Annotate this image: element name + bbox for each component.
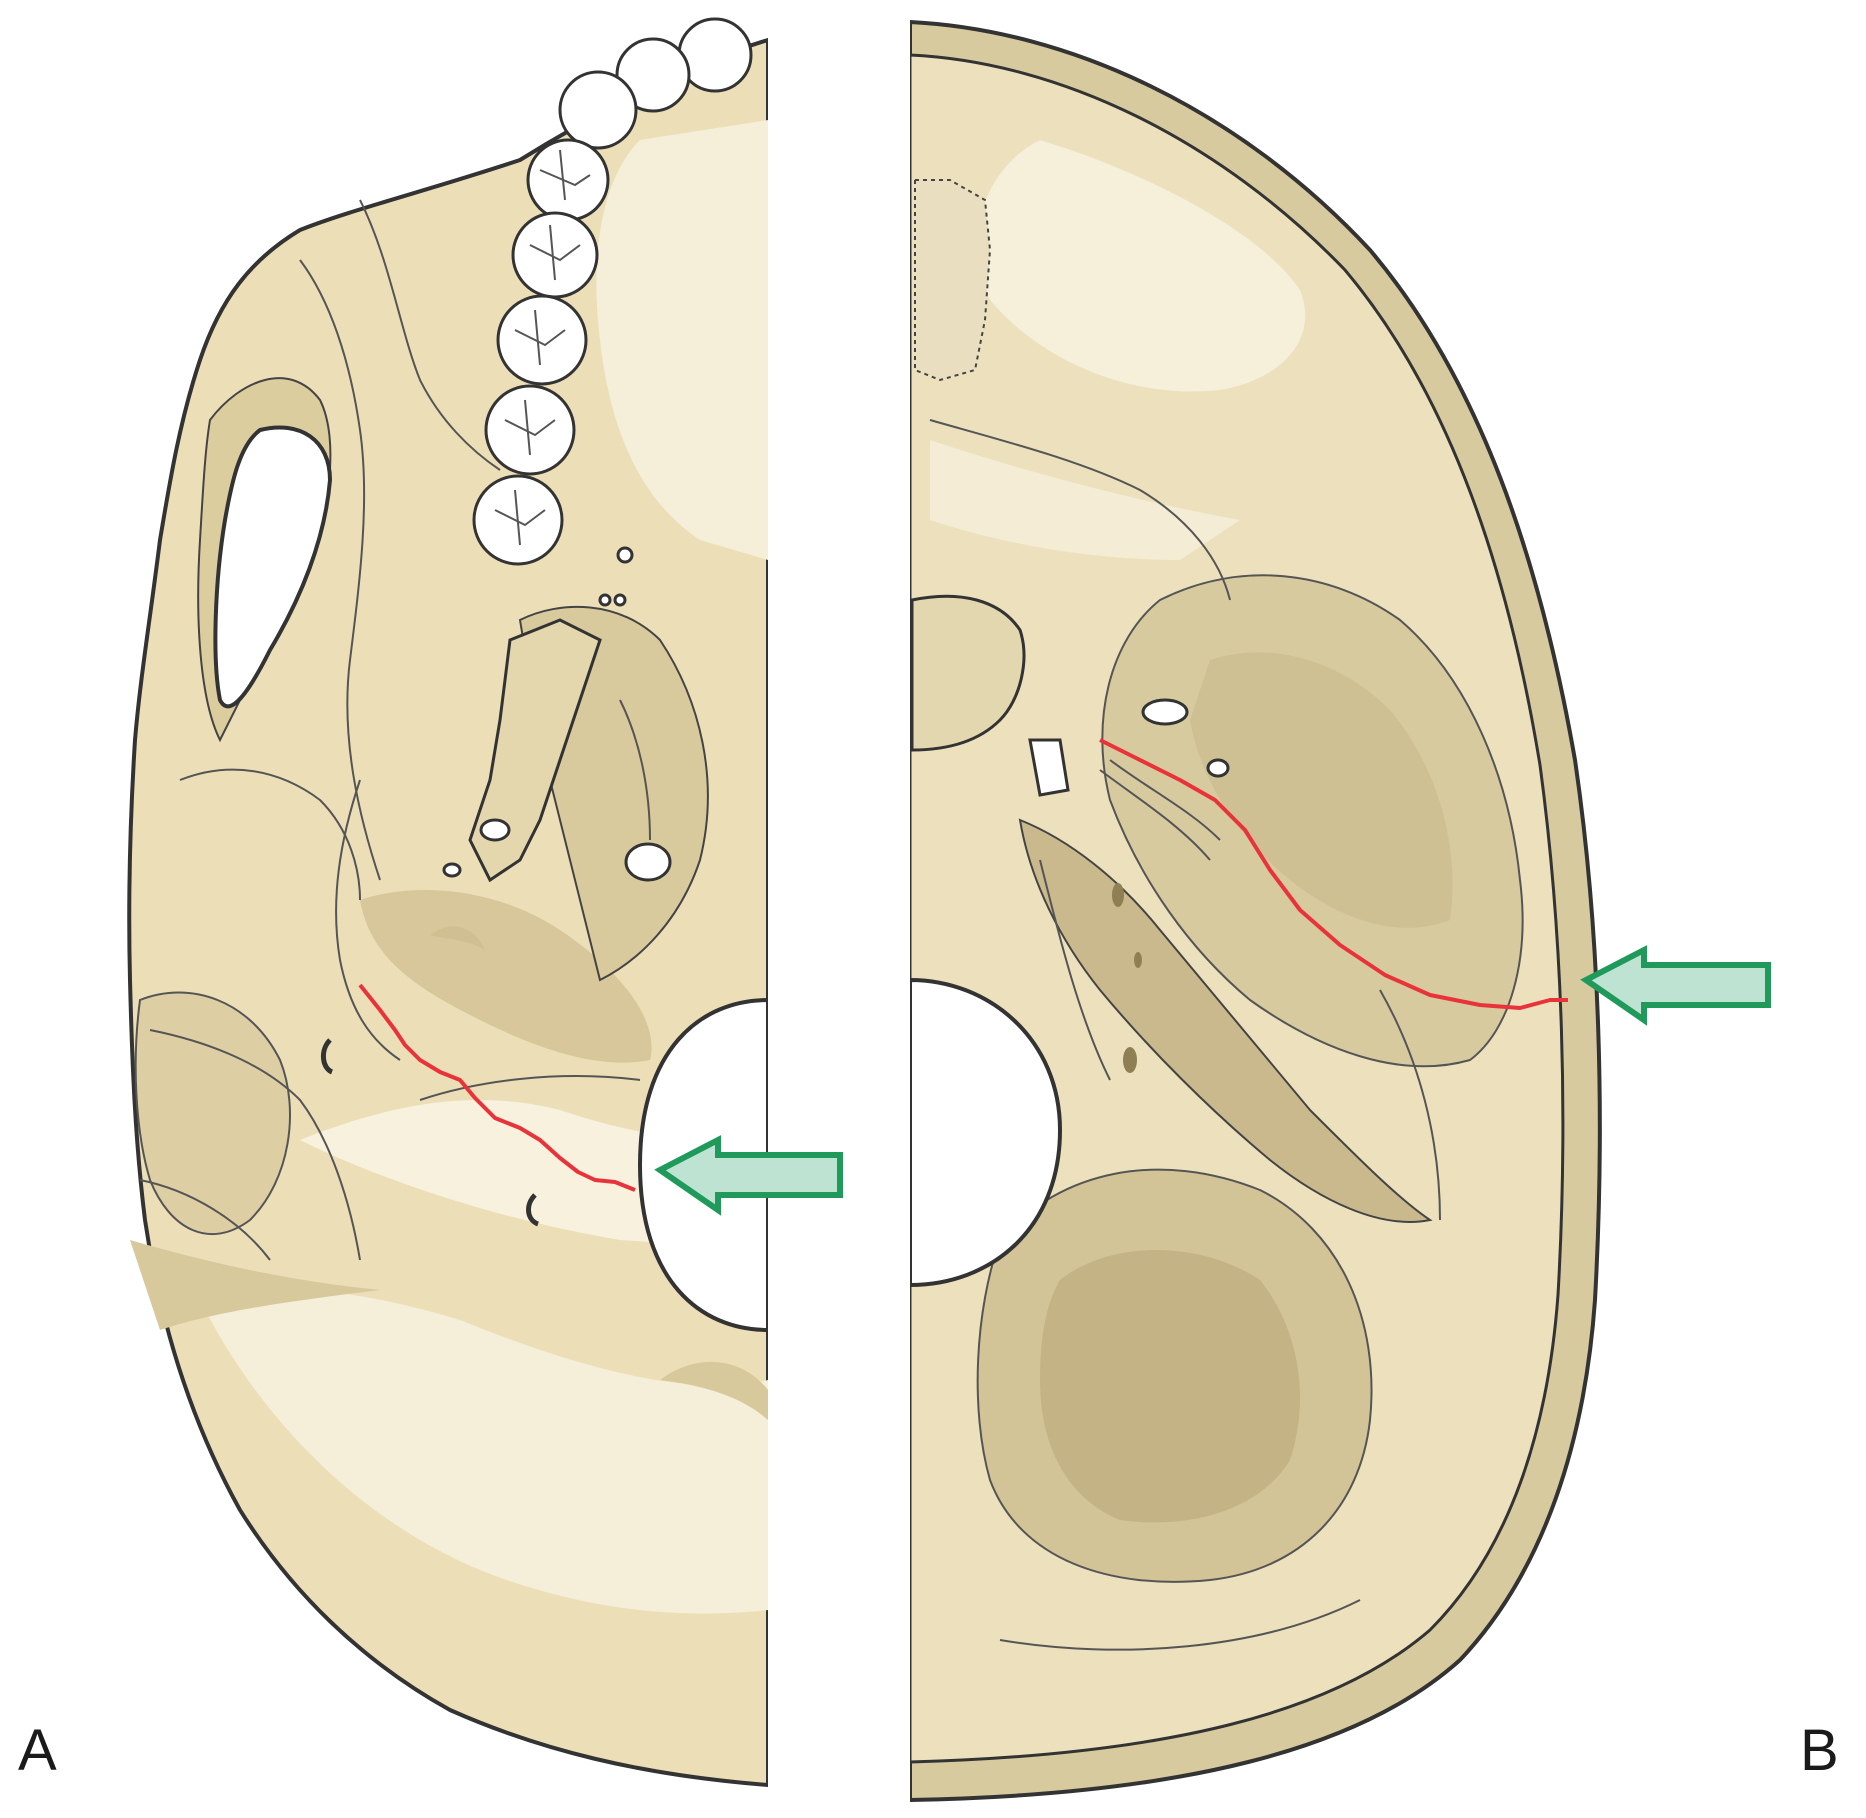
panel-b-middle-fossa-inner bbox=[1190, 652, 1453, 928]
panel-b-fracture-line bbox=[1099, 738, 1568, 1010]
panel-b-pointer-arrow bbox=[1580, 945, 1771, 1026]
panel-label-b: B bbox=[1800, 1718, 1839, 1783]
panel-a-tooth-cusps bbox=[494, 149, 591, 546]
panel-a-light-region-upper bbox=[596, 120, 768, 560]
panel-label-a: A bbox=[18, 1718, 57, 1783]
panel-b-anterior-fossa-light bbox=[976, 140, 1306, 392]
panel-a-pointer-arrow bbox=[654, 1135, 843, 1216]
panel-a-stylomastoid-mark bbox=[321, 1038, 334, 1075]
panel-a-dark-region-mastoid bbox=[134, 991, 291, 1236]
panel-b-foramina bbox=[1141, 698, 1230, 778]
panel-a-condyle-mark bbox=[526, 1193, 540, 1227]
panel-b-skull-base-internal bbox=[910, 19, 1602, 1803]
panel-b-cribriform-plate bbox=[914, 179, 992, 382]
panel-b-dark-marks bbox=[1112, 883, 1142, 1073]
panel-b-meningeal-grooves bbox=[929, 419, 1441, 1651]
panel-a-suture-lines bbox=[139, 199, 651, 1261]
panel-a-foramina bbox=[442, 546, 672, 882]
panel-a-fracture-line bbox=[358, 983, 636, 1192]
panel-b-petrous-ridge bbox=[1018, 818, 1433, 1223]
panel-a-crescent-2 bbox=[660, 1361, 768, 1420]
panel-a-dark-band-occipital bbox=[130, 1240, 380, 1330]
panel-b-posterior-fossa-inner bbox=[1040, 1250, 1300, 1523]
panel-a-crescent-1 bbox=[430, 926, 485, 950]
panel-a-skull-base-external bbox=[127, 17, 768, 1788]
panel-a-light-region-lower bbox=[200, 1289, 768, 1614]
panel-b-sella-turcica bbox=[910, 594, 1026, 752]
panel-b-clinoid-process bbox=[1028, 738, 1070, 797]
panel-a-pterygoid-plates bbox=[468, 618, 602, 883]
panel-b-orbital-plate-light bbox=[930, 440, 1240, 560]
panel-a-temporal-fossa-opening bbox=[213, 425, 333, 709]
panel-b-foramen-magnum bbox=[910, 977, 1063, 1288]
panel-a-teeth bbox=[472, 17, 753, 566]
